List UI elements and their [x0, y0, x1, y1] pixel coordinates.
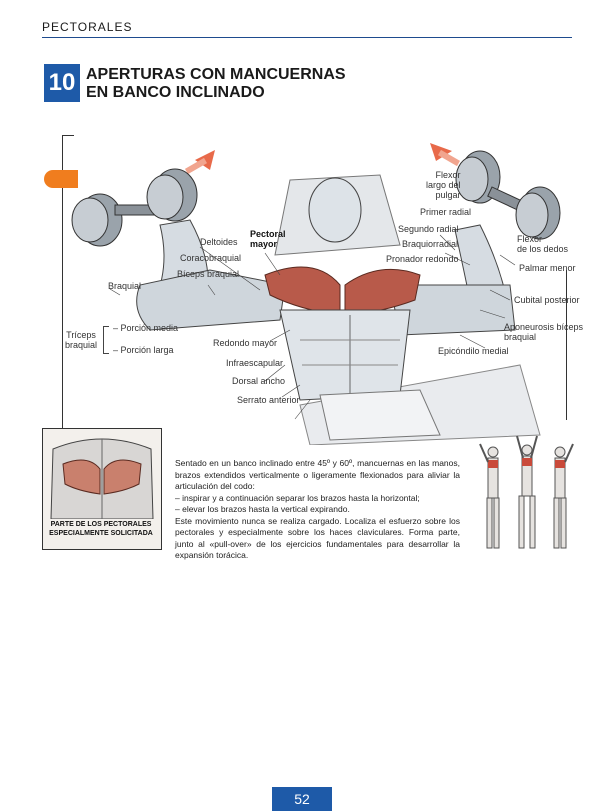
label-line: Pectoral	[250, 229, 286, 239]
label-line: braquial	[504, 332, 537, 342]
label-line: de los dedos	[517, 244, 569, 254]
label-serrato: Serrato anterior	[237, 395, 300, 405]
label-epicondilo: Epicóndilo medial	[438, 346, 509, 356]
label-porcion-larga: – Porción larga	[113, 345, 174, 355]
chest-illustration	[50, 438, 154, 520]
description-step: – elevar los brazos hasta la vertical ex…	[175, 504, 350, 514]
label-flexor-dedos: Flexor de los dedos	[517, 234, 568, 254]
section-tab	[44, 170, 78, 188]
label-pronador-redondo: Pronador redondo	[386, 254, 459, 264]
inset-caption: PARTE DE LOS PECTORALES ESPECIALMENTE SO…	[42, 520, 160, 538]
header-rule	[42, 37, 572, 38]
frame-line	[62, 135, 74, 136]
exercise-title-line2: EN BANCO INCLINADO	[86, 84, 265, 101]
caption-line: PARTE DE LOS PECTORALES	[50, 521, 152, 528]
label-triceps: Tríceps braquial	[65, 330, 97, 350]
label-deltoides: Deltoides	[200, 237, 238, 247]
dumbbell-right	[455, 150, 561, 240]
exercise-number: 10	[44, 64, 80, 102]
label-line: braquial	[65, 340, 98, 350]
caption-line: ESPECIALMENTE SOLICITADA	[49, 530, 153, 537]
label-line: Aponeurosis bíceps	[504, 322, 584, 332]
label-redondo-mayor: Redondo mayor	[213, 338, 278, 348]
section-title: PECTORALES	[42, 20, 133, 34]
description-paragraph: Sentado en un banco inclinado entre 45º …	[175, 458, 460, 491]
bracket	[103, 326, 109, 354]
label-biceps: Bíceps braquial	[177, 269, 240, 279]
main-illustration	[71, 143, 561, 445]
small-figures-illustration	[479, 435, 574, 549]
label-braquiorradial: Braquiorradial	[402, 239, 459, 249]
frame-line	[566, 270, 567, 420]
label-line: largo del	[426, 180, 461, 190]
exercise-title: APERTURAS CON MANCUERNAS EN BANCO INCLIN…	[86, 66, 346, 102]
page-number: 52	[272, 787, 332, 811]
label-aponeurosis: Aponeurosis bíceps braquial	[504, 322, 583, 342]
dumbbell-left	[71, 168, 198, 247]
label-infraescapular: Infraescapular	[226, 358, 284, 368]
label-flexor-largo-pulgar: Flexor largo del pulgar	[426, 170, 461, 200]
label-line: mayor	[250, 239, 278, 249]
label-line: pulgar	[435, 190, 461, 200]
label-line: Tríceps	[66, 330, 96, 340]
exercise-title-line1: APERTURAS CON MANCUERNAS	[86, 66, 346, 83]
label-dorsal-ancho: Dorsal ancho	[232, 376, 286, 386]
label-segundo-radial: Segundo radial	[398, 224, 459, 234]
label-pectoral-mayor: Pectoral mayor	[250, 229, 286, 249]
label-line: Flexor	[435, 170, 461, 180]
label-line: Flexor	[517, 234, 543, 244]
label-cubital-posterior: Cubital posterior	[514, 295, 580, 305]
arrow-icon	[184, 150, 215, 175]
label-palmar-menor: Palmar menor	[519, 263, 576, 273]
frame-line	[62, 135, 63, 445]
description-step: – inspirar y a continuación separar los …	[175, 492, 420, 503]
arrow-icon	[430, 143, 461, 167]
label-coracobraquial: Coracobraquial	[180, 253, 242, 263]
description: Sentado en un banco inclinado entre 45º …	[175, 458, 460, 562]
label-primer-radial: Primer radial	[420, 207, 472, 217]
inset-chest-figure	[42, 428, 162, 550]
label-braquial: Braquial	[108, 281, 142, 291]
description-paragraph: Este movimiento nunca se realiza cargado…	[175, 515, 460, 561]
label-porcion-media: – Porción media	[113, 323, 179, 333]
